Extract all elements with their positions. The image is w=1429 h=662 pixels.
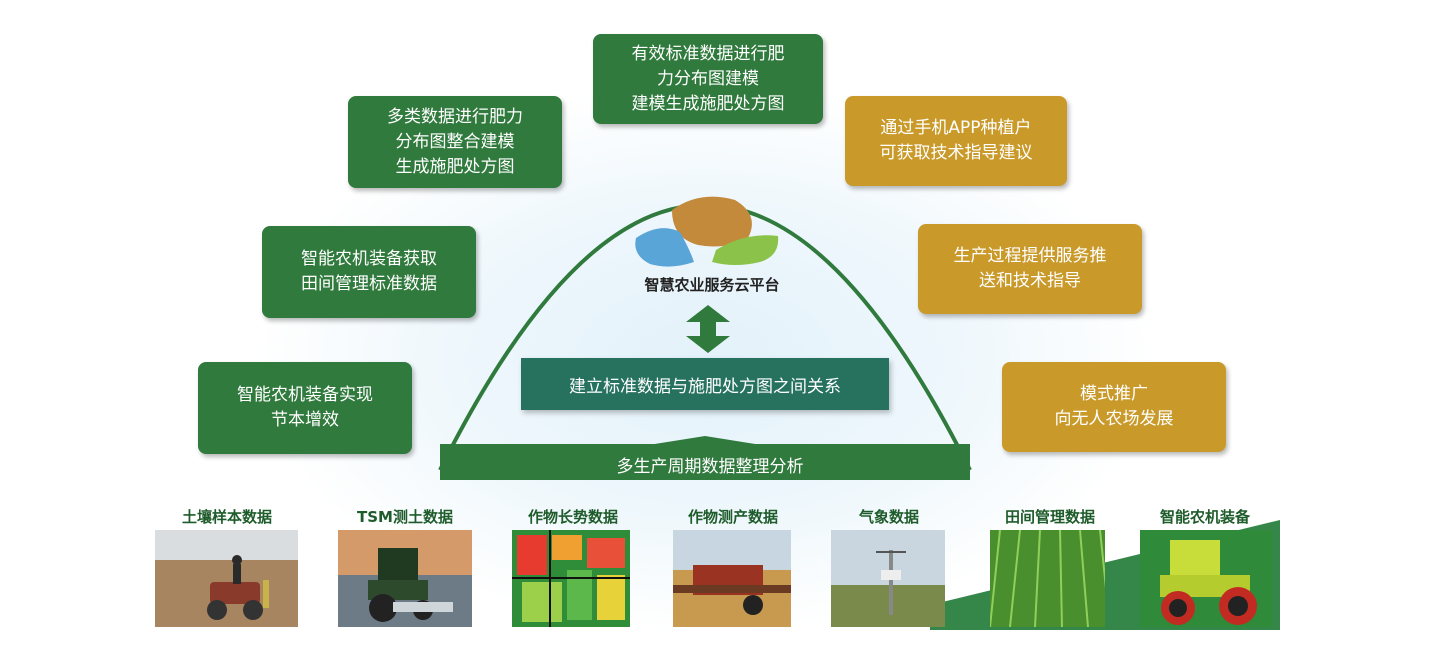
box-line: 可获取技术指导建议 <box>879 143 1033 163</box>
box-line: 向无人农场发展 <box>1054 409 1174 429</box>
box-line: 模式推广 <box>1080 384 1148 404</box>
category-label-smart-machinery: 智能农机装备 <box>1159 508 1250 526</box>
green-tractor-photo <box>1140 530 1272 627</box>
left-box-field-data: 智能农机装备获取 田间管理标准数据 <box>262 226 476 318</box>
category-label-tsm: TSM测土数据 <box>357 508 453 526</box>
box-line: 有效标准数据进行肥 <box>631 43 785 64</box>
double-arrow-icon <box>686 305 730 353</box>
right-box-mode-promotion: 模式推广 向无人农场发展 <box>1002 362 1226 452</box>
rice-field-photo <box>990 530 1105 627</box>
category-label-crop-yield: 作物测产数据 <box>687 508 778 526</box>
box-line: 建模生成施肥处方图 <box>631 93 785 114</box>
category-label-field-management: 田间管理数据 <box>1004 508 1095 526</box>
box-line: 通过手机APP种植户 <box>880 118 1032 138</box>
box-line: 节本增效 <box>271 410 339 430</box>
box-line: 生成施肥处方图 <box>395 156 515 177</box>
box-line: 多类数据进行肥力 <box>387 106 523 127</box>
box-line: 智能农机装备获取 <box>301 249 437 269</box>
box-line: 田间管理标准数据 <box>301 274 437 294</box>
box-line: 分布图整合建模 <box>395 131 515 152</box>
box-line: 送和技术指导 <box>979 271 1081 291</box>
weather-station-photo <box>831 530 945 627</box>
base-bar <box>440 444 970 480</box>
relation-box: 建立标准数据与施肥处方图之间关系 <box>521 358 889 410</box>
base-analysis-label: 多生产周期数据整理分析 <box>616 457 804 477</box>
crop-growth-heatmap-photo <box>512 530 630 627</box>
box-line: 生产过程提供服务推 <box>953 246 1107 266</box>
platform-logo-label: 智慧农业服务云平台 <box>644 276 780 294</box>
platform-logo-icon <box>635 196 779 267</box>
box-line: 智能农机装备实现 <box>237 385 373 405</box>
harvester-photo <box>673 530 791 627</box>
tractor-soil-sensor-photo <box>338 530 472 627</box>
box-line: 力分布图建模 <box>657 68 759 89</box>
left-box-modeling: 多类数据进行肥力 分布图整合建模 生成施肥处方图 <box>348 96 562 188</box>
left-box-cost-saving: 智能农机装备实现 节本增效 <box>198 362 412 454</box>
right-box-app-guidance: 通过手机APP种植户 可获取技术指导建议 <box>845 96 1067 186</box>
top-box-prescription: 有效标准数据进行肥 力分布图建模 建模生成施肥处方图 <box>593 34 823 124</box>
category-label-soil-sample: 土壤样本数据 <box>181 508 272 526</box>
soil-sampling-atv-photo <box>155 530 298 627</box>
category-label-weather: 气象数据 <box>858 508 919 526</box>
right-box-service-push: 生产过程提供服务推 送和技术指导 <box>918 224 1142 314</box>
category-label-crop-growth: 作物长势数据 <box>527 508 618 526</box>
